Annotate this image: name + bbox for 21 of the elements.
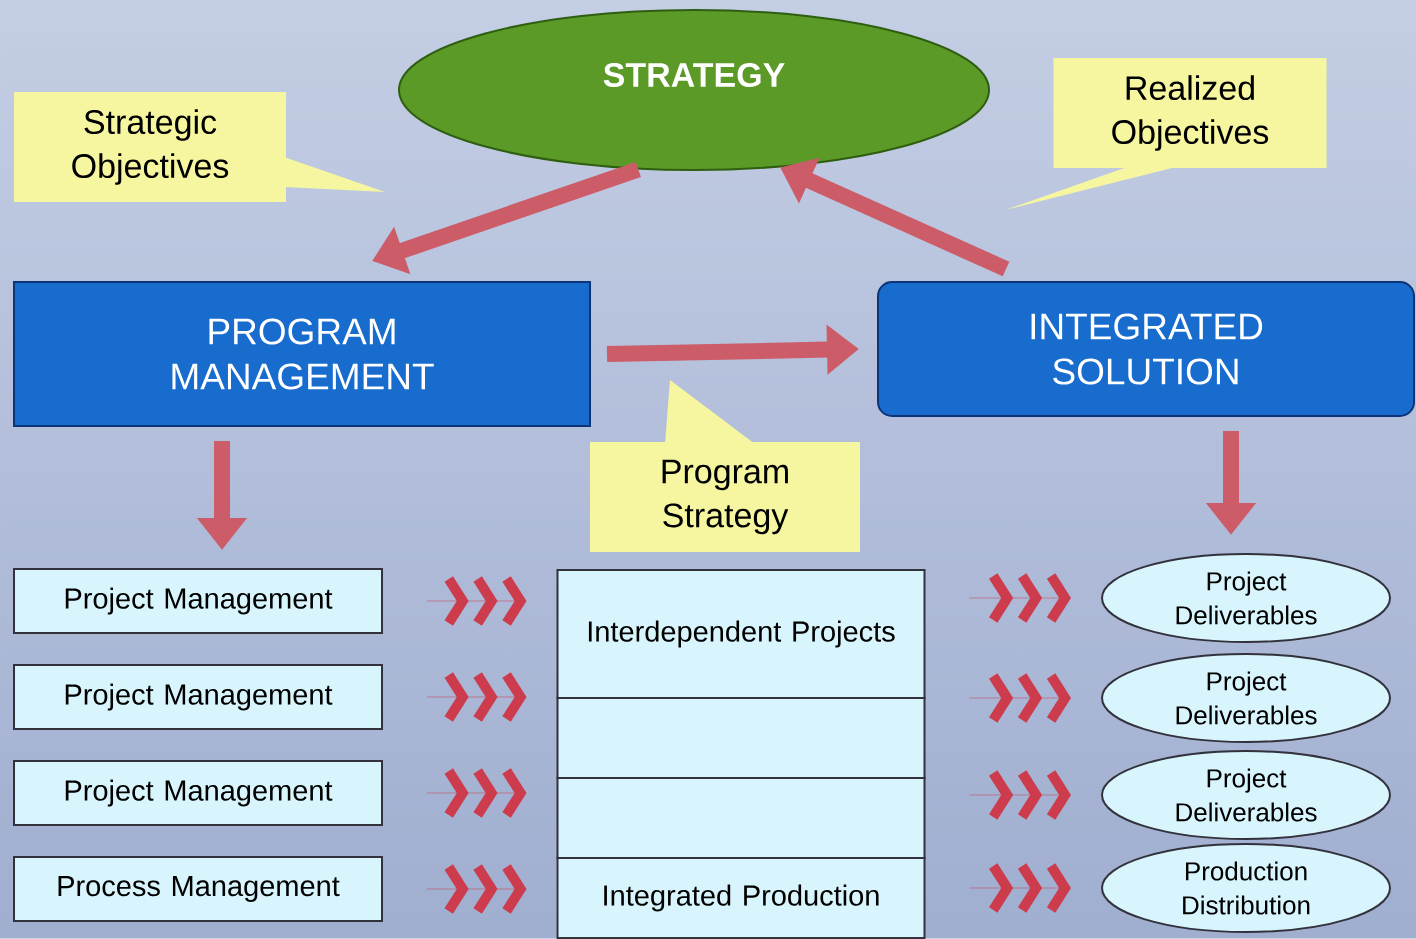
program-box: PROGRAM MANAGEMENT [13, 281, 591, 427]
process-box: Project Management [13, 664, 383, 730]
callout-box: Program Strategy [590, 380, 860, 552]
solution-box: INTEGRATED SOLUTION [877, 281, 1415, 417]
callout-box: Realized Objectives [1005, 58, 1327, 210]
process-box: Project Management [13, 760, 383, 826]
arrow [426, 672, 527, 722]
arrow [426, 864, 527, 914]
process-box: Project Management [13, 568, 383, 634]
arrow [969, 673, 1071, 723]
project-box: Integrated Production [556, 857, 926, 939]
arrow [426, 576, 527, 626]
empty-box [556, 777, 926, 859]
arrow [969, 770, 1071, 820]
empty-box [556, 697, 926, 779]
callout-box: Strategic Objectives [14, 92, 385, 202]
process-box: Process Management [13, 856, 383, 922]
project-box: Interdependent Projects [556, 569, 926, 699]
arrow [426, 768, 527, 818]
arrow [969, 863, 1071, 913]
arrow [969, 573, 1071, 623]
